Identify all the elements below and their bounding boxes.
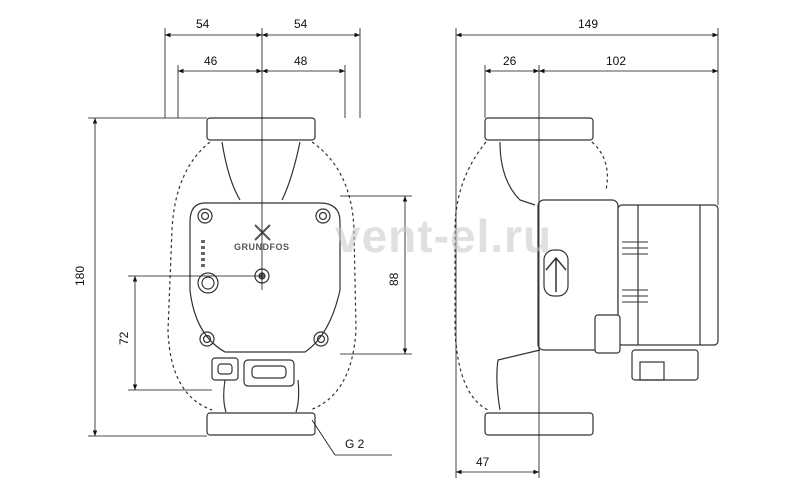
dim-front-module: 88 — [387, 272, 401, 286]
side-housing-outline — [454, 141, 608, 411]
dim-front-axis: 72 — [117, 331, 131, 345]
speed-selector-knob — [197, 272, 219, 294]
dim-front-top-left: 54 — [196, 17, 210, 31]
bottom-flange — [206, 412, 316, 436]
housing-base — [223, 379, 300, 413]
dim-front-top-right: 54 — [294, 17, 308, 31]
dim-side-right: 102 — [606, 54, 626, 68]
dim-side-bottom: 47 — [476, 455, 490, 469]
dim-front-inner-right: 48 — [294, 54, 308, 68]
dim-side-total: 149 — [578, 17, 598, 31]
led-column — [201, 240, 205, 267]
top-flange — [206, 117, 316, 141]
front-view — [167, 117, 357, 436]
side-cable-connector — [631, 349, 699, 381]
side-housing-body — [496, 141, 541, 411]
watermark-text: vent-el.ru — [335, 210, 552, 262]
pump-housing-outline — [167, 141, 357, 411]
dim-front-inner-left: 46 — [204, 54, 218, 68]
electronics-box — [617, 204, 719, 346]
housing-neck — [221, 141, 301, 201]
brand-text: GRUNDFOS — [234, 242, 290, 252]
grundfos-logo: GRUNDFOS — [234, 224, 290, 252]
dim-front-thread: G 2 — [345, 437, 365, 451]
cooling-fins — [622, 241, 648, 303]
side-plug — [594, 314, 621, 354]
screws — [197, 208, 331, 347]
power-connector — [211, 357, 239, 381]
dim-front-height: 180 — [73, 266, 87, 286]
flow-arrow-icon — [545, 256, 567, 292]
dim-side-left: 26 — [503, 54, 517, 68]
side-view — [454, 117, 719, 436]
